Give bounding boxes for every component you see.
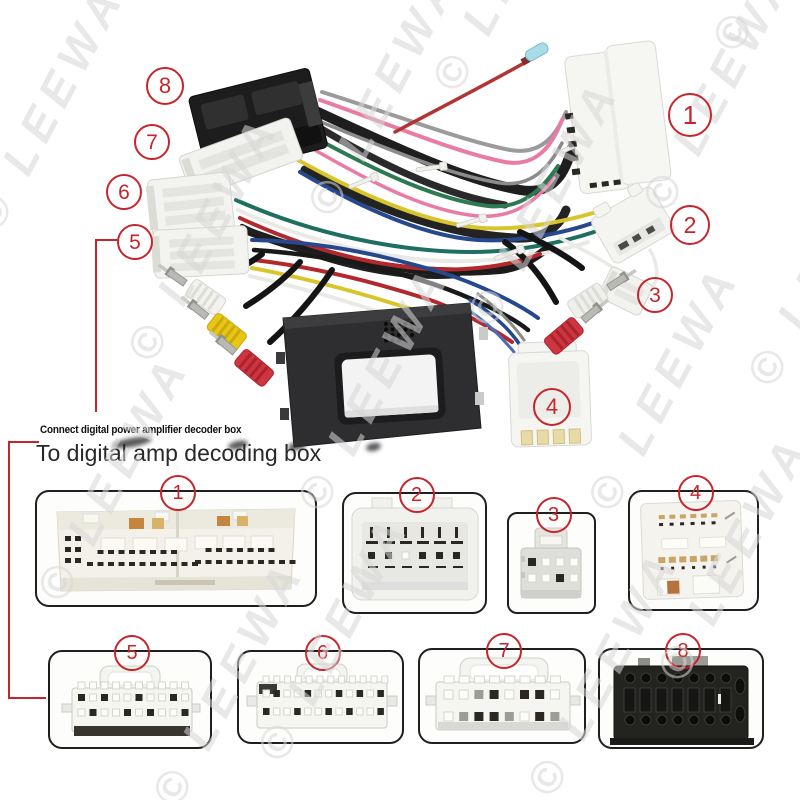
caption-line-2: To digital amp decoding box (36, 440, 322, 466)
gallery-cell-1: 1 (35, 475, 317, 607)
gallery-callout-4: 4 (677, 475, 714, 511)
gallery-callout-2: 2 (398, 477, 435, 513)
gallery-callout-6: 6 (304, 635, 341, 671)
harness-photo (145, 40, 675, 448)
decoder-box (276, 302, 488, 448)
speaker-grille-icon (384, 322, 421, 343)
gallery-photo-6 (246, 663, 398, 729)
gallery-callout-3: 3 (535, 497, 572, 533)
gallery-photo-1 (56, 508, 296, 592)
caption-line-1: Connect digital power amplifier decoder … (40, 424, 242, 436)
rca-plug-yellow (180, 295, 247, 351)
callout-2: 2 (670, 205, 710, 245)
callout-7: 7 (134, 124, 170, 160)
gallery-photo-8 (610, 656, 754, 745)
fused-power-wire (393, 42, 549, 134)
box-label (334, 347, 446, 425)
gallery-callout-8: 8 (665, 633, 701, 669)
annotation-line-5-h (96, 239, 118, 241)
callout-1: 1 (668, 93, 712, 137)
gallery-photo-2 (351, 497, 479, 601)
callout-3: 3 (637, 277, 673, 313)
callout-4: 4 (533, 388, 571, 426)
zip-ties (348, 135, 592, 261)
crimp-terminal-icon (520, 42, 549, 66)
rca-plug-red (208, 330, 274, 387)
gallery-callout-5: 5 (114, 635, 150, 671)
gallery-photo-4 (640, 500, 744, 601)
gallery-cell-3: 3 (507, 497, 596, 614)
gallery-cell-6: 6 (237, 635, 404, 744)
annotation-bracket-bottom (8, 697, 46, 699)
gallery-cell-7: 7 (418, 633, 586, 744)
callout-6: 6 (106, 174, 142, 210)
rca-plug-white (157, 263, 227, 316)
annotation-bracket-top (8, 441, 39, 443)
callout-5: 5 (117, 224, 153, 260)
connector-6 (145, 171, 235, 239)
gallery-callout-1: 1 (160, 475, 196, 511)
gallery-photo-3 (520, 527, 582, 599)
callout-8: 8 (146, 67, 184, 105)
connector-5 (151, 225, 250, 279)
gallery-cell-8: 8 (598, 633, 764, 749)
gallery-cell-5: 5 (48, 635, 212, 749)
gallery-photo-5 (61, 665, 201, 736)
annotation-line-5-v (95, 239, 97, 412)
gallery-photo-7 (425, 657, 581, 731)
rca-plug-white-right (567, 268, 637, 319)
wire-bundle (227, 90, 659, 354)
gallery-callout-7: 7 (486, 633, 522, 669)
connector-2 (591, 182, 675, 264)
gallery-cell-4: 4 (628, 475, 759, 611)
annotation-bracket-left (8, 441, 10, 699)
gallery-cell-2: 2 (342, 477, 487, 614)
rca-plug-red-right (544, 298, 610, 355)
connector-1 (564, 40, 672, 195)
